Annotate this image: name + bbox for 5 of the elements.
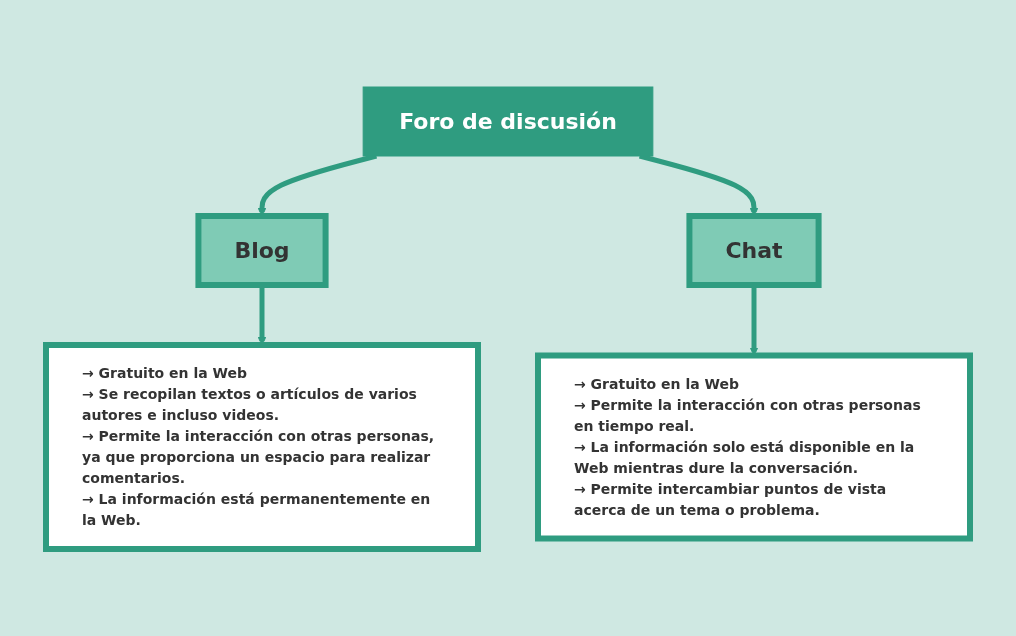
node-box: → Gratuito en la Web → Permite la interacción con otras personas en tiempo real. → La información solo está disponible en la Web mientras dure la conversación. → Permite intercambiar puntos de vista acerca de un tema o problema. [535, 352, 973, 542]
node-box: Foro de discusión [362, 86, 654, 157]
node-box: Chat [686, 213, 822, 288]
node-box: Blog [195, 213, 329, 288]
node-box: → Gratuito en la Web → Se recopilan textos o artículos de varios autores e incluso videos. → Permite la interacción con otras personas, ya que proporciona un espacio para realizar comentarios. → La información está permanentemente en la Web. [43, 342, 481, 552]
